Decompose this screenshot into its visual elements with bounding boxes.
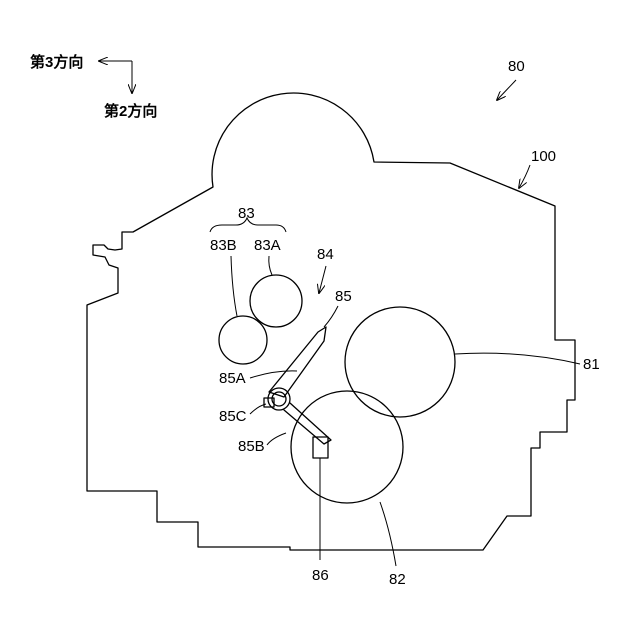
assembly-arrow <box>497 80 516 100</box>
roller-83b <box>219 316 267 364</box>
direction-indicator: 第3方向 第2方向 <box>30 53 157 120</box>
roller-81-leader <box>455 353 580 364</box>
gap-84-arrow <box>319 266 326 293</box>
arm-85-leader <box>324 306 338 327</box>
second-direction-label: 第2方向 <box>104 102 157 120</box>
arm-85b-body <box>284 403 331 444</box>
housing-label: 100 <box>531 148 556 165</box>
sensor-86-body <box>313 437 328 458</box>
roller-83a-leader <box>269 256 272 275</box>
arm-85a-label: 85A <box>219 370 246 387</box>
gap-84-label: 84 <box>317 246 334 263</box>
roller-82-label: 82 <box>389 571 406 588</box>
housing-outline <box>87 93 575 550</box>
pivot-85c-label: 85C <box>219 408 247 425</box>
assembly-callout: 80 <box>497 58 525 100</box>
roller-82 <box>291 391 403 503</box>
roller-81 <box>345 307 455 417</box>
roller-83b-leader <box>231 256 237 316</box>
roller-83b-label: 83B <box>210 237 237 254</box>
roller-81-label: 81 <box>583 356 600 373</box>
roller-83a-label: 83A <box>254 237 281 254</box>
housing-arrow <box>519 165 530 188</box>
arm-85a-body <box>269 327 326 397</box>
part-86-label: 86 <box>312 567 329 584</box>
roller-83a <box>250 275 302 327</box>
part-85b-leader <box>267 433 286 445</box>
arm-85-label: 85 <box>335 288 352 305</box>
assembly-label: 80 <box>508 58 525 75</box>
group-83-label: 83 <box>238 205 255 222</box>
roller-82-leader <box>380 502 396 566</box>
part-85b-label: 85B <box>238 438 265 455</box>
third-direction-label: 第3方向 <box>30 53 83 71</box>
housing-callout: 100 <box>519 148 556 188</box>
arm-85a-leader <box>250 371 297 378</box>
